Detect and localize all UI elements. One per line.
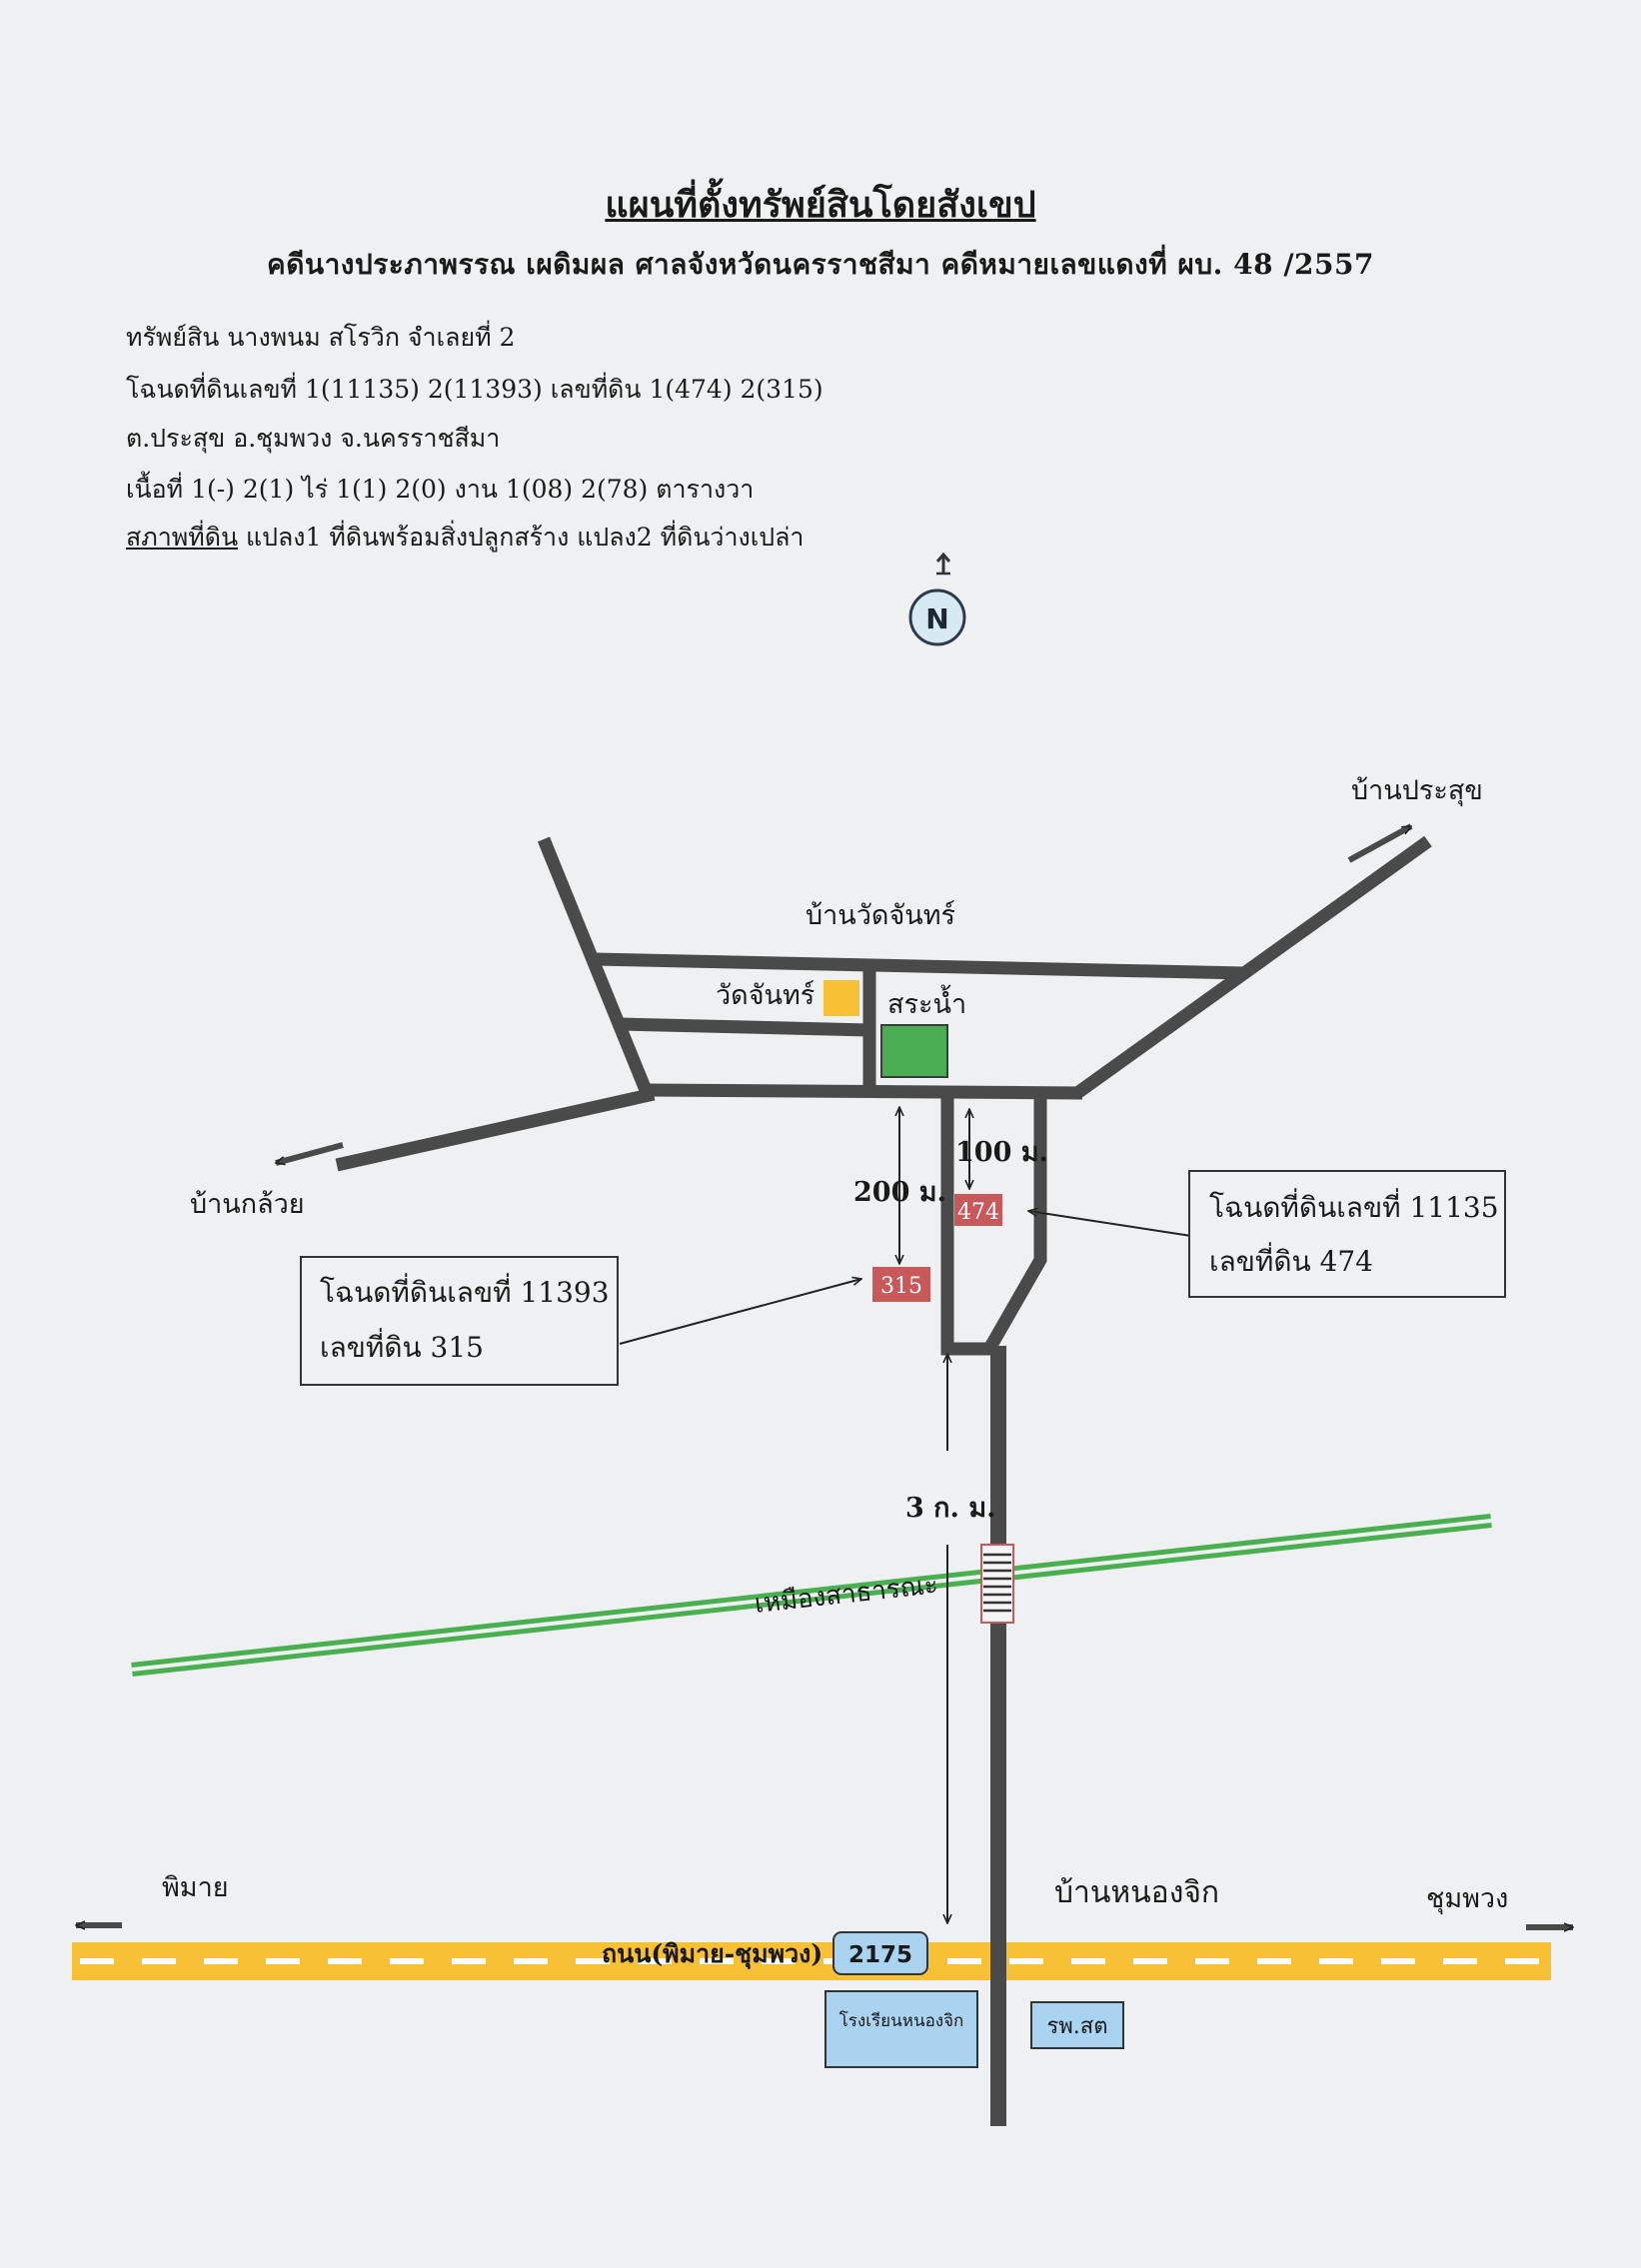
health-center-building	[1030, 2001, 1124, 2049]
road-number-badge	[832, 1931, 928, 1975]
label-pond: สระน้ำ	[887, 984, 966, 1020]
label-dist-100: 100 ม.	[955, 1137, 1048, 1168]
callout-11393-box	[300, 1256, 619, 1386]
label-phimai: พิมาย	[162, 1872, 229, 1903]
road-number-label: 2175	[848, 1942, 912, 1968]
info-owner: ทรัพย์สิน นางพนม สโรวิก จำเลยที่ 2	[126, 323, 516, 352]
arrow-to-ban-prasuk	[1347, 823, 1411, 863]
callout-11393-pointer	[619, 1279, 861, 1345]
label-ban-wat-chan: บ้านวัดจันทร์	[806, 899, 955, 931]
plot-315-label: 315	[880, 1274, 922, 1299]
case-subtitle: คดีนางประภาพรรณ เผดิมผล ศาลจังหวัดนครราช…	[267, 248, 1374, 281]
north-arrow-icon: N	[908, 552, 966, 646]
info-area: เนื้อที่ 1(-) 2(1) ไร่ 1(1) 2(0) งาน 1(0…	[126, 475, 755, 504]
label-dist-3km: 3 ก. ม.	[905, 1493, 996, 1524]
label-health-center: รพ.สต	[1046, 2014, 1107, 2039]
label-ban-nong-chik: บ้านหนองจิก	[1054, 1875, 1219, 1910]
page-title: แผนที่ตั้งทรัพย์สินโดยสังเขป	[605, 184, 1036, 226]
plot-315	[872, 1267, 930, 1302]
callout-11135-pointer	[1028, 1211, 1192, 1237]
label-dist-200: 200 ม.	[853, 1177, 946, 1208]
label-road-name: ถนน(พิมาย-ชุมพวง)	[602, 1939, 822, 1970]
crossing-icon	[980, 1544, 1014, 1624]
callout-11135-deed: โฉนดที่ดินเลขที่ 11135	[1209, 1188, 1499, 1224]
main-road	[72, 1942, 1551, 1980]
plot-474	[954, 1194, 1002, 1226]
info-deed-numbers: โฉนดที่ดินเลขที่ 1(11135) 2(11393) เลขที…	[126, 375, 823, 404]
pond-icon	[880, 1024, 948, 1078]
label-wat-chan: วัดจันทร์	[716, 979, 815, 1011]
canal-label: เหมืองสาธารณะ	[754, 1570, 940, 1620]
school-building	[824, 1990, 978, 2068]
label-school: โรงเรียนหนองจิก	[839, 2010, 964, 2031]
plot-474-label: 474	[957, 1200, 999, 1225]
callout-11135-parcel: เลขที่ดิน 474	[1209, 1242, 1373, 1278]
arrow-to-ban-kluai	[276, 1142, 344, 1166]
land-condition-label: สภาพที่ดิน	[126, 523, 239, 552]
callout-11135-box	[1188, 1170, 1506, 1298]
temple-icon	[823, 980, 859, 1016]
callout-11393-deed: โฉนดที่ดินเลขที่ 11393	[320, 1273, 610, 1309]
label-ban-kluai: บ้านกล้วย	[190, 1189, 305, 1220]
info-location: ต.ประสุข อ.ชุมพวง จ.นครราชสีมา	[126, 424, 501, 453]
info-land-condition: สภาพที่ดิน แปลง1 ที่ดินพร้อมสิ่งปลูกสร้า…	[126, 518, 804, 558]
callout-11393-parcel: เลขที่ดิน 315	[320, 1328, 484, 1364]
local-roads	[335, 835, 1432, 2126]
land-condition-text: แปลง1 ที่ดินพร้อมสิ่งปลูกสร้าง แปลง2 ที่…	[238, 523, 805, 552]
label-ban-prasuk: บ้านประสุข	[1351, 775, 1483, 807]
canal	[131, 1514, 1492, 1677]
compass-letter: N	[925, 602, 948, 635]
label-chumphuang: ชุมพวง	[1426, 1883, 1508, 1915]
